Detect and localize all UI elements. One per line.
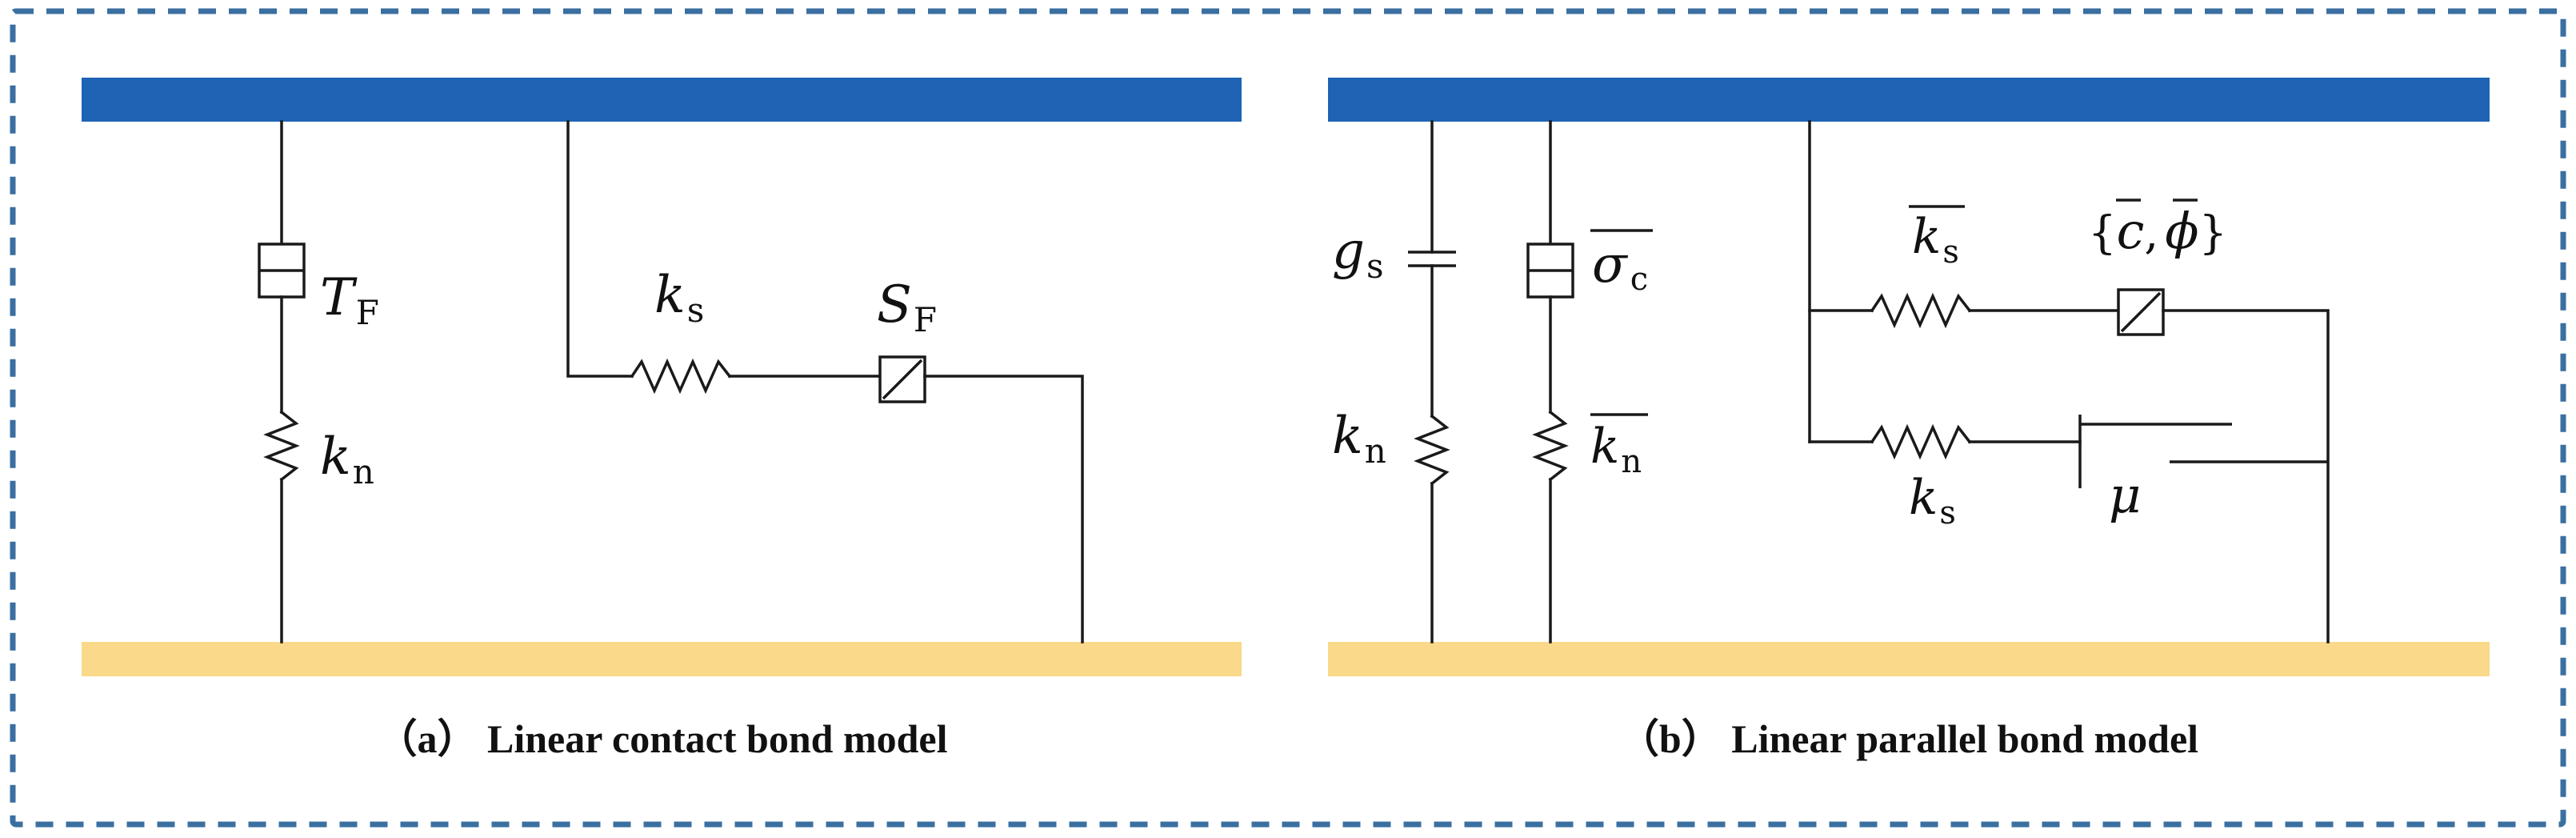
panel-a-caption: （a） Linear contact bond model xyxy=(378,716,948,761)
panel-a: TF kn ks SF （a） Linear contact bond mode… xyxy=(82,78,1242,761)
panel-b-gap-branch xyxy=(1408,120,1456,644)
panel-b-shear-spring xyxy=(1870,423,1972,460)
panel-b-shear-branches xyxy=(1808,120,2330,644)
panel-b-bond-normal-spring xyxy=(1532,410,1569,482)
panel-b-label-bond-shear-stiffness: ks xyxy=(1909,205,1965,271)
panel-b-top-plate xyxy=(1328,78,2490,122)
panel-b-bottom-plate xyxy=(1328,642,2490,676)
panel-b-label-bond-strength: {c,ϕ} xyxy=(2088,198,2227,260)
panel-b-label-gap: gs xyxy=(1332,222,1384,286)
panel-a-label-shear-stiffness: ks xyxy=(654,266,704,330)
svg-text:kn: kn xyxy=(1590,419,1642,480)
panel-b-bond-shear-spring xyxy=(1870,292,1972,329)
panel-b-label-shear-stiffness: ks xyxy=(1909,470,1956,531)
panel-a-bottom-plate xyxy=(82,642,1242,676)
panel-b-bond-normal-branch xyxy=(1526,120,1574,644)
panel-b-normal-spring xyxy=(1414,414,1450,486)
panel-a-label-shear-strength: SF xyxy=(877,275,937,339)
panel-a-normal-spring xyxy=(263,410,300,482)
outer-dashed-frame xyxy=(10,8,2566,828)
svg-text:σc: σc xyxy=(1592,235,1648,298)
svg-text:{c,ϕ}: {c,ϕ} xyxy=(2088,202,2227,260)
panel-a-label-tensile-strength: TF xyxy=(320,268,379,332)
panel-a-shear-spring xyxy=(630,358,732,395)
panel-a-label-normal-stiffness: kn xyxy=(320,427,374,491)
panel-b-label-friction: μ xyxy=(2109,466,2141,524)
svg-text:ks: ks xyxy=(1912,209,1959,271)
panel-a-normal-branch xyxy=(258,120,306,644)
panel-a-top-plate xyxy=(82,78,1242,122)
panel-b-label-bond-normal-stiffness: kn xyxy=(1590,413,1648,480)
panel-b-caption: （b） Linear parallel bond model xyxy=(1619,716,2198,761)
panel-a-shear-branch xyxy=(566,120,1084,644)
panel-b-label-normal-stiffness: kn xyxy=(1332,407,1386,471)
